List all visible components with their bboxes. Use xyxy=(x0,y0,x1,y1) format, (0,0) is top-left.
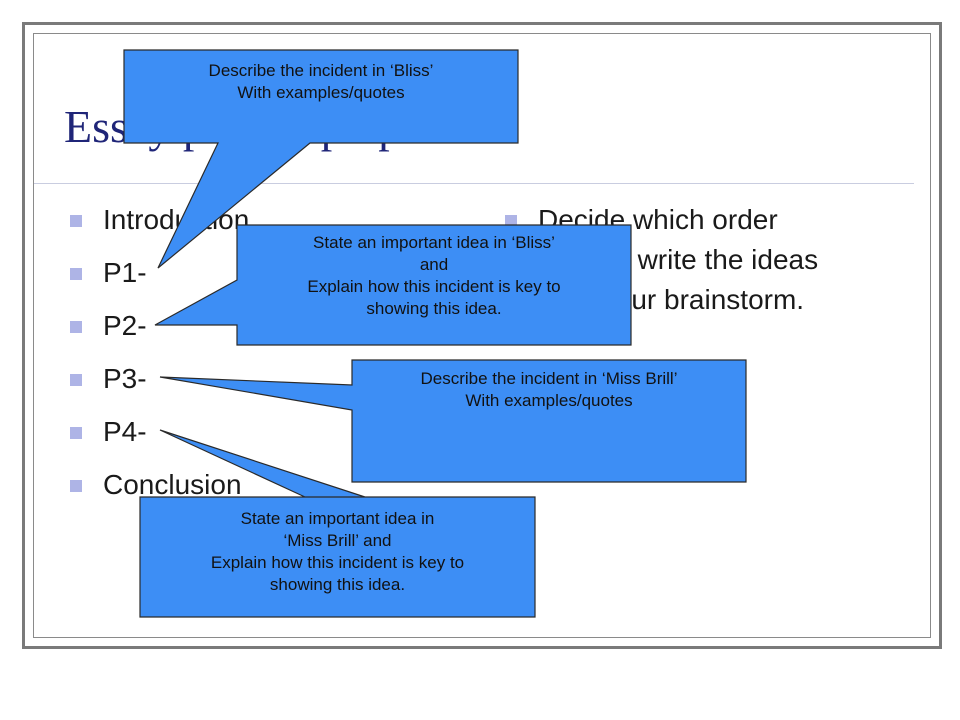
callout-line: showing this idea. xyxy=(366,299,502,318)
callout-line: ‘Miss Brill’ and xyxy=(283,531,392,550)
callout-line: showing this idea. xyxy=(269,575,406,594)
callout-bliss-incident xyxy=(123,49,519,269)
bullet-p1: P1- xyxy=(70,253,249,306)
callout-brill-incident xyxy=(159,359,747,483)
callout-line: With examples/quotes xyxy=(237,83,405,102)
left-bullet-list: Introduction P1- P2- P3- P4- Conclusion xyxy=(70,200,249,518)
callout-bliss-idea xyxy=(154,224,632,346)
callout-brill-idea xyxy=(139,429,536,618)
callout-line: Describe the incident in ‘Miss Brill’ xyxy=(420,369,678,388)
callout-line: State an important idea in xyxy=(240,509,435,528)
callout-bliss-idea-text: State an important idea in ‘Bliss’ and E… xyxy=(237,232,631,320)
bullet-p2: P2- xyxy=(70,306,249,359)
callout-brill-incident-text: Describe the incident in ‘Miss Brill’ Wi… xyxy=(352,368,746,412)
callout-line: With examples/quotes xyxy=(465,391,633,410)
callout-line: and xyxy=(419,255,449,274)
callout-brill-idea-text: State an important idea in ‘Miss Brill’ … xyxy=(140,508,535,596)
title-divider xyxy=(34,183,914,184)
callout-line: State an important idea in ‘Bliss’ xyxy=(313,233,555,252)
bullet-p3: P3- xyxy=(70,359,249,412)
bullet-conclusion: Conclusion xyxy=(70,465,249,518)
bullet-p4: P4- xyxy=(70,412,249,465)
callout-bliss-incident-text: Describe the incident in ‘Bliss’ With ex… xyxy=(124,60,518,104)
callout-line: Explain how this incident is key to xyxy=(210,553,465,572)
callout-line: Explain how this incident is key to xyxy=(307,277,561,296)
callout-line: Describe the incident in ‘Bliss’ xyxy=(208,61,434,80)
